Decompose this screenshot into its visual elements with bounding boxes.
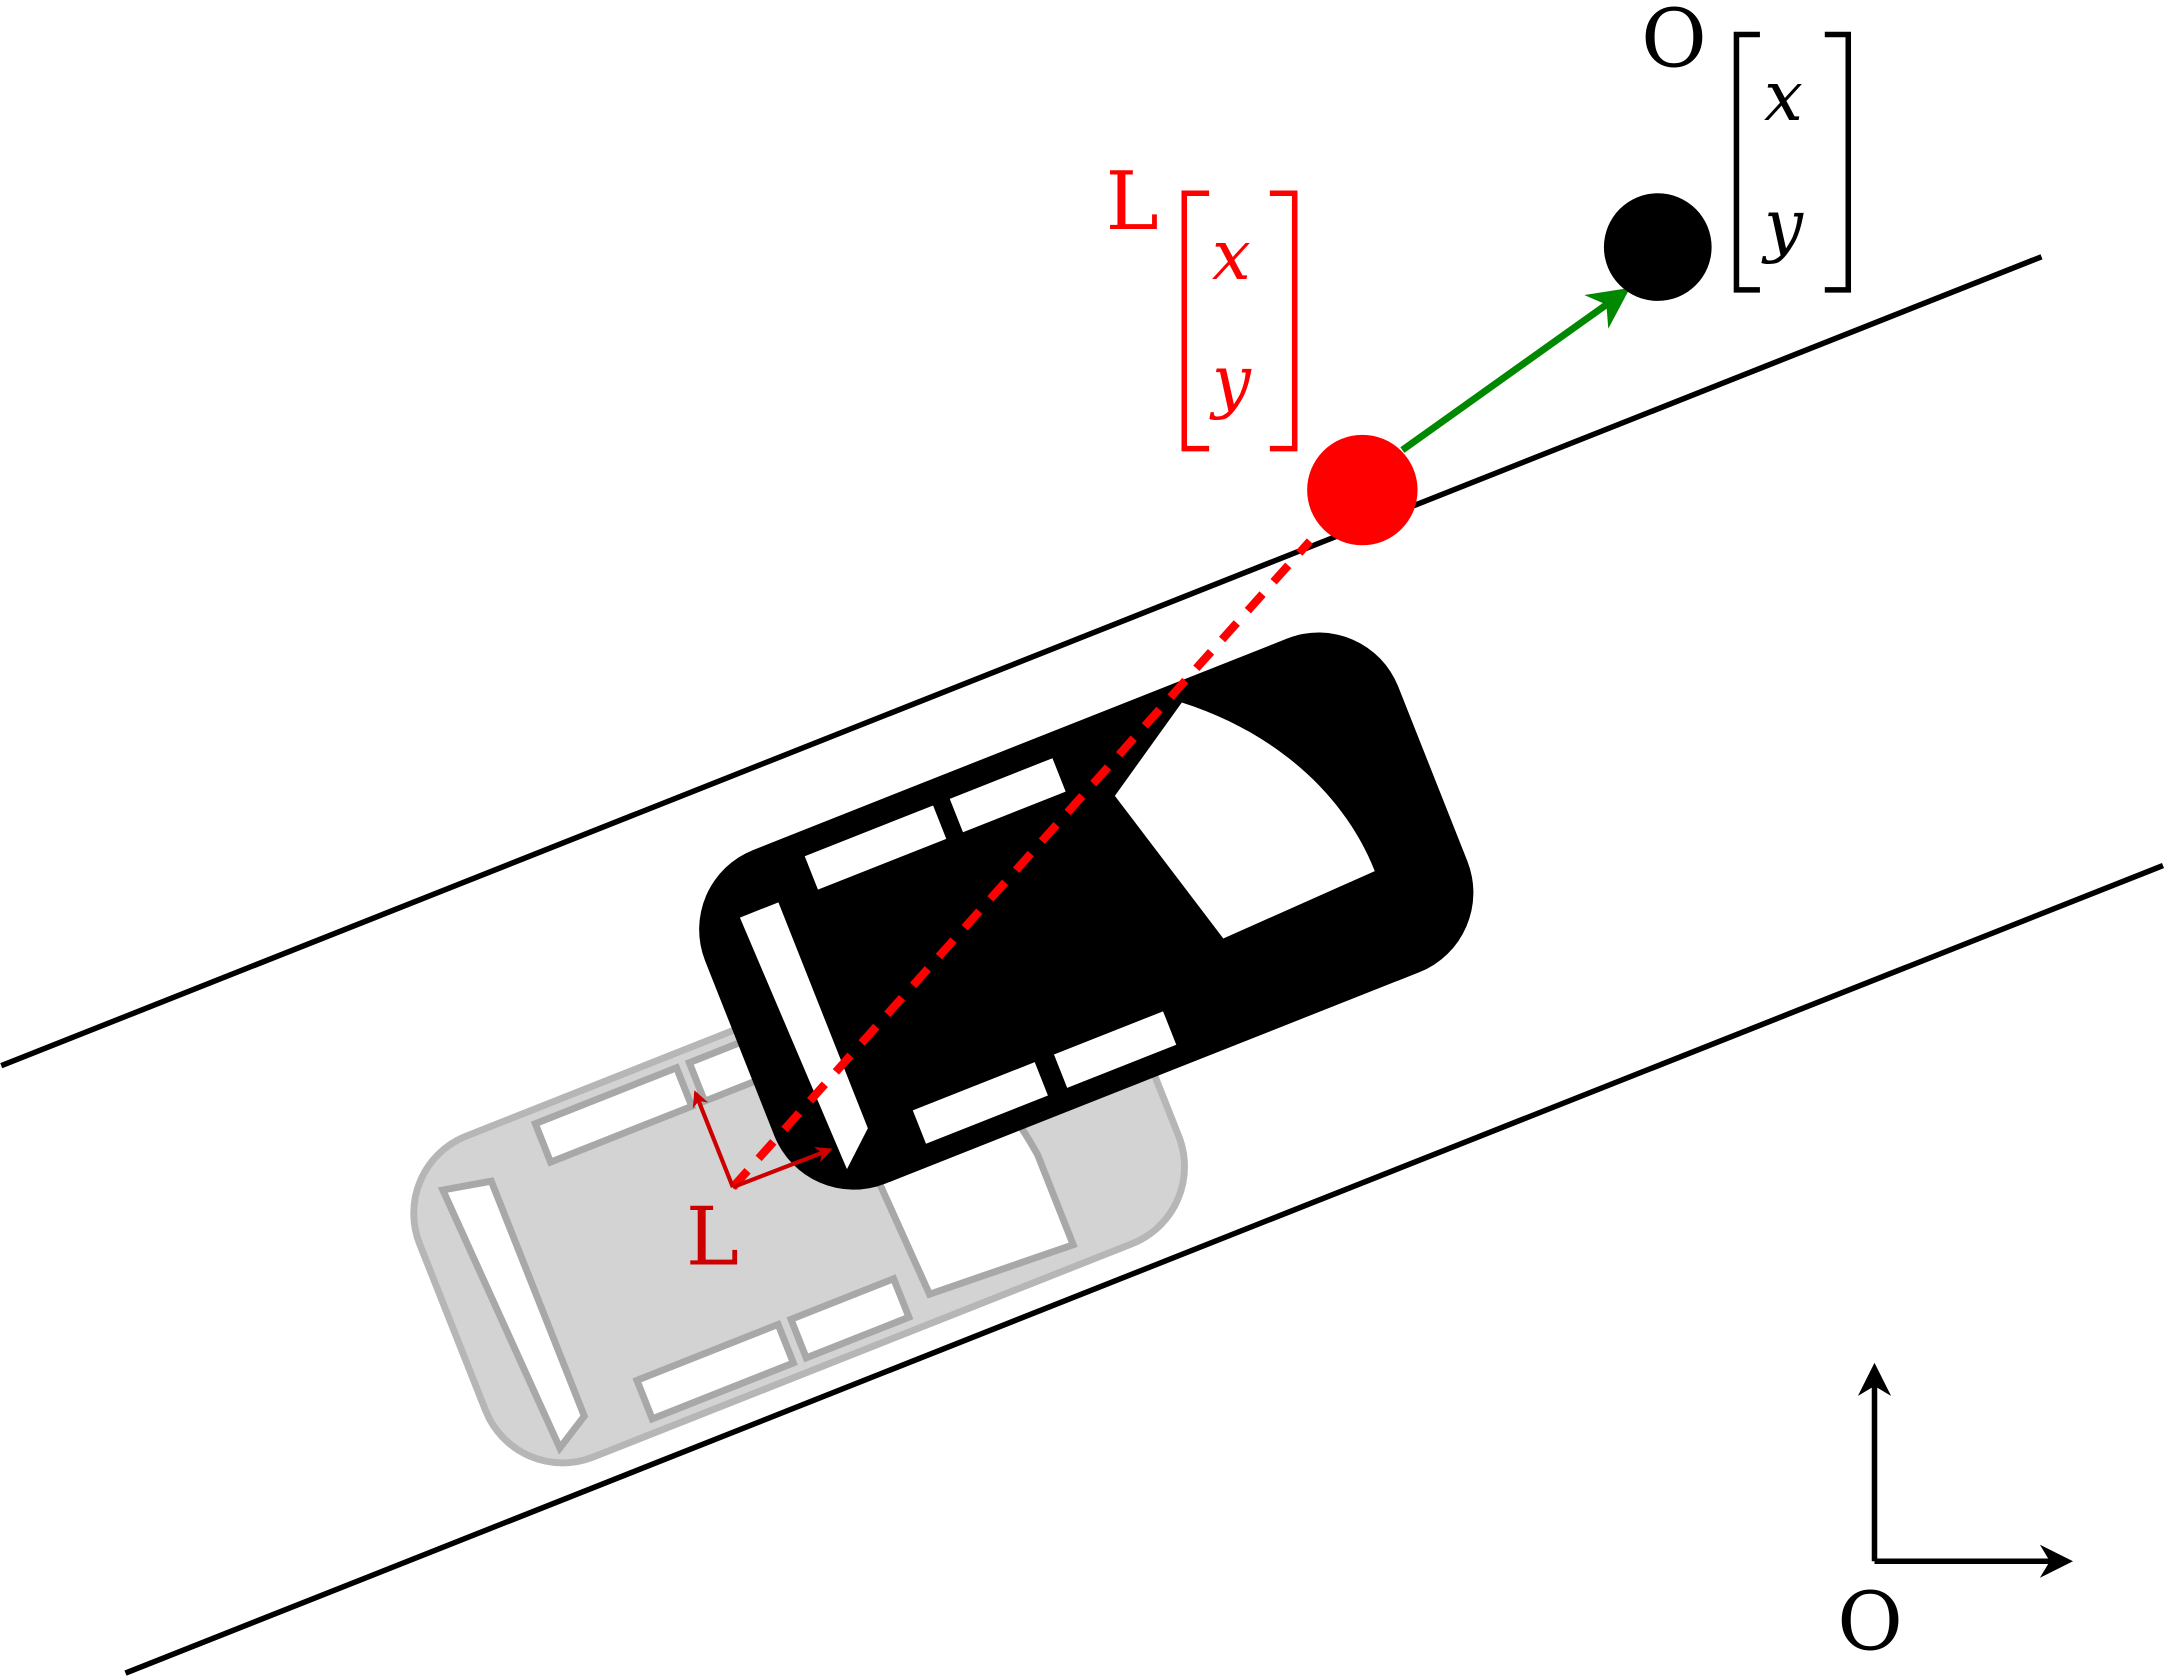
landmark-origin-point bbox=[1603, 193, 1712, 301]
local-vector-y: y bbox=[1209, 341, 1252, 421]
origin-frame-label: O bbox=[1837, 1576, 1903, 1669]
right-bracket bbox=[1269, 190, 1298, 452]
car-window bbox=[804, 805, 947, 890]
car-rear-window bbox=[739, 902, 868, 1170]
car-window bbox=[912, 1062, 1048, 1144]
right-bracket bbox=[1824, 31, 1852, 293]
road-edge-lower bbox=[124, 862, 2165, 1676]
road-edge-upper bbox=[0, 254, 2043, 1069]
local-vector-prefix: L bbox=[1106, 155, 1159, 248]
car-window bbox=[949, 758, 1066, 833]
car bbox=[699, 632, 1474, 1190]
car-window bbox=[1053, 1011, 1177, 1088]
local-vector: L x y bbox=[1106, 155, 1298, 452]
landmark-local-point bbox=[1307, 434, 1418, 546]
origin-vector-x: x bbox=[1764, 57, 1803, 137]
origin-vector-y: y bbox=[1761, 185, 1804, 265]
local-axis-x bbox=[732, 1146, 833, 1190]
left-bracket bbox=[1181, 190, 1210, 452]
local-ray bbox=[729, 538, 1313, 1190]
local-frame-label: L bbox=[686, 1190, 739, 1283]
left-bracket bbox=[1733, 31, 1760, 293]
motion-arrow bbox=[1400, 287, 1630, 453]
local-vector-x: x bbox=[1212, 216, 1251, 296]
origin-vector: O x y bbox=[1641, 0, 1852, 293]
origin-vector-prefix: O bbox=[1641, 0, 1707, 85]
local-axis-y bbox=[692, 1090, 735, 1188]
car-windshield bbox=[1114, 702, 1375, 939]
